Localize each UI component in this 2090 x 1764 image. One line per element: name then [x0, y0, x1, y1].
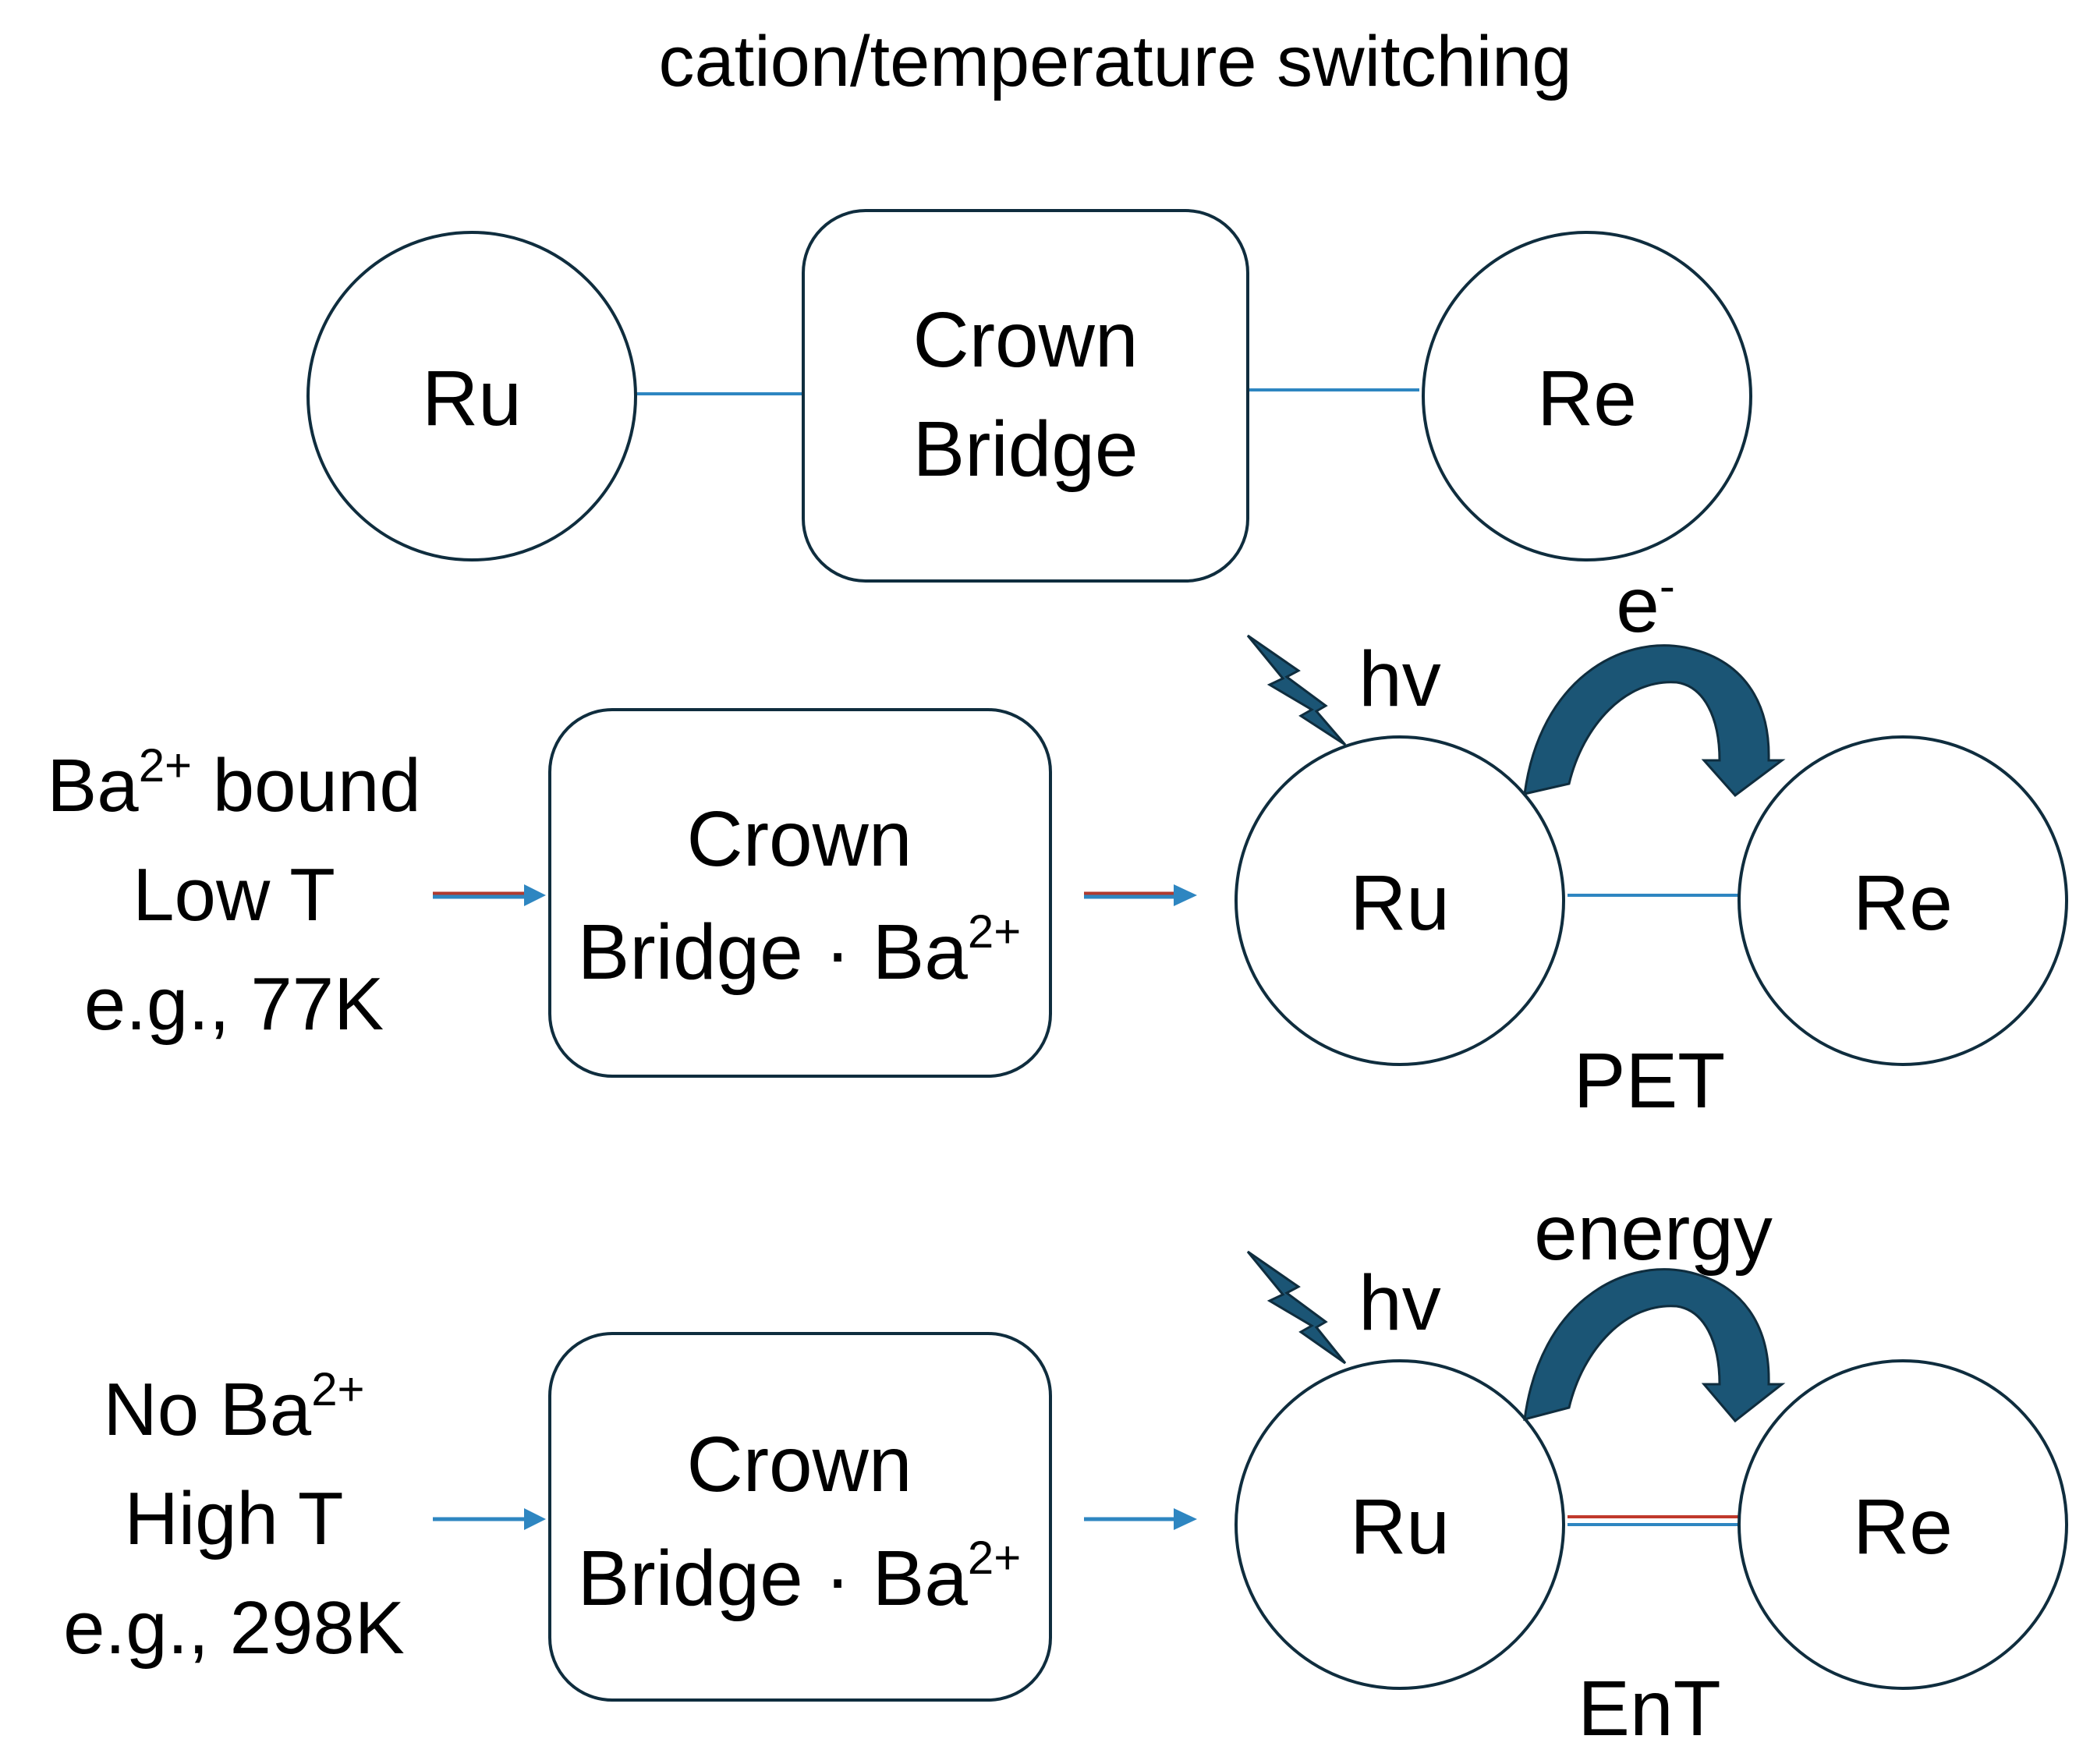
pet-condition-line2: Low T — [133, 853, 335, 937]
ent-bridge-line1: Crown — [687, 1421, 912, 1508]
top-row: Ru Crown Bridge Re — [306, 209, 1752, 583]
ent-condition-line2: High T — [124, 1477, 343, 1560]
pet-condition-line3: e.g., 77K — [84, 962, 384, 1046]
top-ru-label: Ru — [422, 355, 522, 442]
curved-arrow-icon — [1523, 644, 1786, 798]
ent-light-label: hv — [1358, 1259, 1441, 1347]
ent-ru-label: Ru — [1350, 1483, 1450, 1571]
ent-re-node — [1738, 1359, 2068, 1690]
top-re-label: Re — [1537, 355, 1637, 442]
ent-transfer-label: energy — [1534, 1189, 1773, 1277]
ent-bridge-line2: Bridge · Ba2+ — [578, 1532, 1022, 1622]
pet-input-arrowhead — [524, 884, 546, 906]
pet-condition-line1: Ba2+ bound — [47, 739, 420, 827]
ent-ru-node — [1235, 1359, 1565, 1690]
curved-arrow-icon — [1523, 1268, 1786, 1423]
pet-crown-bridge-box — [548, 708, 1052, 1078]
diagram-title: cation/temperature switching — [658, 22, 1571, 101]
pet-re-node — [1738, 735, 2068, 1066]
ent-re-label: Re — [1853, 1483, 1953, 1571]
pet-re-label: Re — [1853, 859, 1953, 947]
top-crown-bridge-box — [802, 209, 1249, 583]
top-re-node — [1422, 231, 1752, 561]
pet-ru-node — [1235, 735, 1565, 1066]
ent-condition-line1: No Ba2+ — [103, 1363, 364, 1451]
pet-bridge-line1: Crown — [687, 795, 912, 883]
pet-transfer-label: e- — [1616, 560, 1675, 649]
lightning-bolt-icon — [1246, 634, 1347, 746]
ent-crown-bridge-box — [548, 1332, 1052, 1702]
ent-input-arrowhead — [524, 1508, 546, 1530]
pet-light-label: hv — [1358, 636, 1441, 723]
pet-process-label: PET — [1574, 1037, 1725, 1125]
pet-bridge-line2: Bridge · Ba2+ — [578, 905, 1022, 996]
ent-process-label: EnT — [1578, 1665, 1720, 1752]
top-ru-node — [306, 231, 637, 561]
ent-row: No Ba2+ High T e.g., 298K Crown Bridge ·… — [63, 1189, 2068, 1752]
top-bridge-line2: Bridge — [912, 406, 1138, 493]
ent-output-arrowhead — [1174, 1508, 1197, 1530]
lightning-bolt-icon — [1246, 1250, 1347, 1365]
top-bridge-line1: Crown — [913, 296, 1139, 384]
ent-condition-line3: e.g., 298K — [63, 1586, 405, 1670]
pet-ru-label: Ru — [1350, 859, 1450, 947]
pet-row: Ba2+ bound Low T e.g., 77K Crown Bridge … — [47, 560, 2068, 1125]
pet-output-arrowhead — [1174, 884, 1197, 906]
